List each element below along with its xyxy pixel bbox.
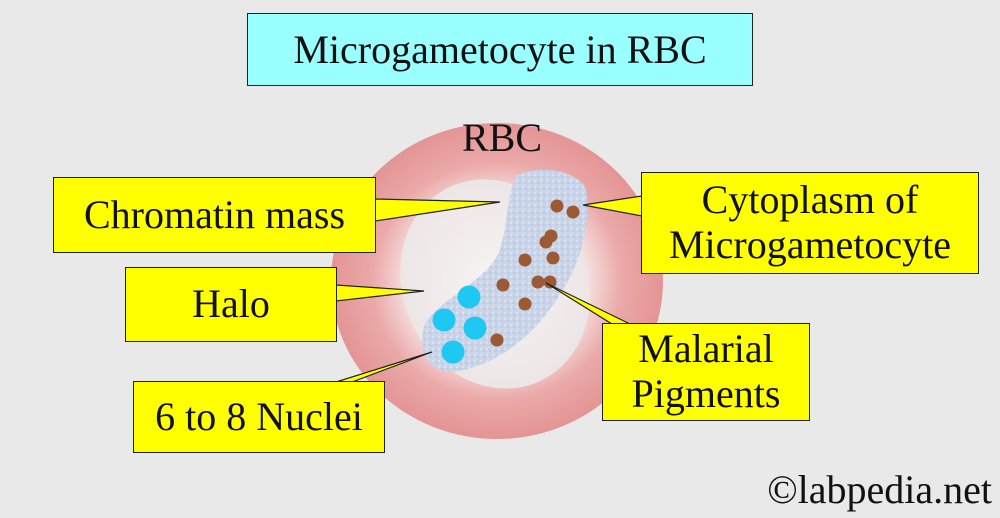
halo-label: Halo — [125, 267, 337, 342]
nucleus-dot — [463, 316, 487, 340]
nucleus-dot — [441, 340, 465, 364]
pigment-granules — [490, 199, 580, 347]
source-credit: ©labpedia.net — [767, 467, 992, 512]
diagram-title: Microgametocyte in RBC — [247, 13, 753, 86]
cytoplasm-label: Cytoplasm of Microgametocyte — [641, 172, 979, 274]
nuclei-label: 6 to 8 Nuclei — [133, 381, 385, 453]
pigment-dot — [550, 199, 564, 213]
pigment-dot — [490, 333, 504, 347]
nucleus-dot — [457, 285, 481, 309]
pigment-dot — [518, 297, 532, 311]
chromatin-mass-label: Chromatin mass — [53, 177, 376, 253]
nucleus-dot — [432, 308, 456, 332]
rbc-label: RBC — [461, 115, 543, 160]
cytoplasm-body — [422, 169, 588, 372]
pigment-dot — [496, 278, 510, 292]
pigment-dot — [546, 251, 560, 265]
pigment-dot — [539, 235, 553, 249]
pigment-dot — [543, 275, 557, 289]
pigments-label: Malarial Pigments — [602, 323, 810, 421]
pigment-dot — [518, 253, 532, 267]
pigment-dot — [531, 275, 545, 289]
pigment-dot — [566, 205, 580, 219]
